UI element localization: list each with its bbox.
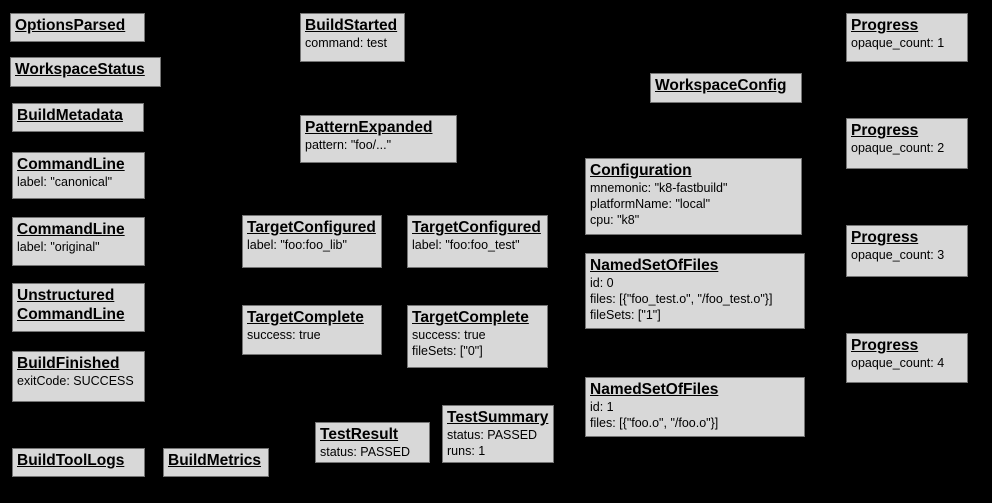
event-node-field: success: true <box>412 328 486 342</box>
event-node-field: pattern: "foo/..." <box>305 138 392 152</box>
event-node-field: files: [{"foo_test.o", "/foo_test.o"}] <box>590 292 773 306</box>
event-node-buildstarted: BuildStarted command: test <box>300 13 405 62</box>
event-node-optionsparsed: OptionsParsed <box>10 13 145 42</box>
event-node-workspaceconfig: WorkspaceConfig <box>650 73 802 103</box>
event-node-commandline: CommandLine label: "original" <box>12 217 145 266</box>
event-node-field: label: "canonical" <box>17 175 113 189</box>
event-node-testsummary: TestSummary status: PASSED runs: 1 <box>442 405 554 463</box>
event-node-title: WorkspaceStatus <box>15 61 145 78</box>
event-node-title: Configuration <box>590 162 692 179</box>
event-node-title: Progress <box>851 17 919 34</box>
event-node-buildmetrics: BuildMetrics <box>163 448 269 477</box>
event-node-title: Unstructured CommandLine <box>17 287 125 323</box>
event-node-field: opaque_count: 2 <box>851 141 945 155</box>
event-node-unstructured-commandline: Unstructured CommandLine <box>12 283 145 332</box>
event-node-title: TargetConfigured <box>247 219 376 236</box>
event-node-progress: Progress opaque_count: 2 <box>846 118 968 169</box>
event-node-title: NamedSetOfFiles <box>590 381 719 398</box>
event-node-progress: Progress opaque_count: 4 <box>846 333 968 383</box>
event-node-testresult: TestResult status: PASSED <box>315 422 430 463</box>
event-node-field: label: "original" <box>17 240 100 254</box>
event-node-targetcomplete: TargetComplete success: true <box>242 305 382 355</box>
event-node-field: success: true <box>247 328 321 342</box>
event-node-title: CommandLine <box>17 156 125 173</box>
event-node-title: CommandLine <box>17 221 125 238</box>
event-node-field: status: PASSED <box>447 428 538 442</box>
event-node-workspacestatus: WorkspaceStatus <box>10 57 161 87</box>
event-node-title: BuildMetadata <box>17 107 123 124</box>
event-node-targetcomplete: TargetComplete success: true fileSets: ["0… <box>407 305 548 368</box>
event-node-title: Progress <box>851 337 919 354</box>
event-node-field: exitCode: SUCCESS <box>17 374 134 388</box>
event-node-title: BuildToolLogs <box>17 452 125 469</box>
event-node-title: TargetConfigured <box>412 219 541 236</box>
event-node-field: opaque_count: 4 <box>851 356 945 370</box>
event-node-field: fileSets: ["1"] <box>590 308 661 322</box>
event-node-field: fileSets: ["0"] <box>412 344 483 358</box>
event-node-title: TestResult <box>320 426 399 443</box>
event-node-title: TargetComplete <box>412 309 529 326</box>
event-node-field: id: 0 <box>590 276 614 290</box>
event-node-title: Progress <box>851 122 919 139</box>
event-node-title: BuildStarted <box>305 17 398 34</box>
event-node-progress: Progress opaque_count: 3 <box>846 225 968 277</box>
event-node-targetconfigured: TargetConfigured label: "foo:foo_lib" <box>242 215 382 268</box>
event-node-progress: Progress opaque_count: 1 <box>846 13 968 62</box>
event-node-field: runs: 1 <box>447 444 486 458</box>
event-node-targetconfigured: TargetConfigured label: "foo:foo_test" <box>407 215 548 268</box>
event-node-field: opaque_count: 1 <box>851 36 945 50</box>
event-node-buildfinished: BuildFinished exitCode: SUCCESS <box>12 351 145 402</box>
event-node-field: cpu: "k8" <box>590 213 640 227</box>
event-node-namedsetoffiles: NamedSetOfFiles id: 1 files: [{"foo.o", "/… <box>585 377 805 437</box>
event-node-title: BuildFinished <box>17 355 120 372</box>
event-node-title: TestSummary <box>447 409 549 426</box>
event-node-patternexpanded: PatternExpanded pattern: "foo/..." <box>300 115 457 163</box>
event-node-field: status: PASSED <box>320 445 411 459</box>
event-node-field: label: "foo:foo_test" <box>412 238 520 252</box>
event-node-field: id: 1 <box>590 400 614 414</box>
event-node-title: WorkspaceConfig <box>655 77 787 94</box>
event-node-field: command: test <box>305 36 387 50</box>
event-node-namedsetoffiles: NamedSetOfFiles id: 0 files: [{"foo_test.o… <box>585 253 805 329</box>
event-node-field: label: "foo:foo_lib" <box>247 238 347 252</box>
event-node-field: platformName: "local" <box>590 197 711 211</box>
event-node-field: files: [{"foo.o", "/foo.o"}] <box>590 416 719 430</box>
event-node-field: opaque_count: 3 <box>851 248 945 262</box>
event-node-title: OptionsParsed <box>15 17 126 34</box>
event-node-title: Progress <box>851 229 919 246</box>
event-node-buildmetadata: BuildMetadata <box>12 103 144 132</box>
event-node-title: TargetComplete <box>247 309 364 326</box>
event-node-field: mnemonic: "k8-fastbuild" <box>590 181 728 195</box>
event-node-configuration: Configuration mnemonic: "k8-fastbuild" pla… <box>585 158 802 235</box>
event-node-commandline: CommandLine label: "canonical" <box>12 152 145 199</box>
event-node-buildtoollogs: BuildToolLogs <box>12 448 145 477</box>
event-node-title: BuildMetrics <box>168 452 262 469</box>
event-node-title: NamedSetOfFiles <box>590 257 719 274</box>
event-node-title: PatternExpanded <box>305 119 433 136</box>
